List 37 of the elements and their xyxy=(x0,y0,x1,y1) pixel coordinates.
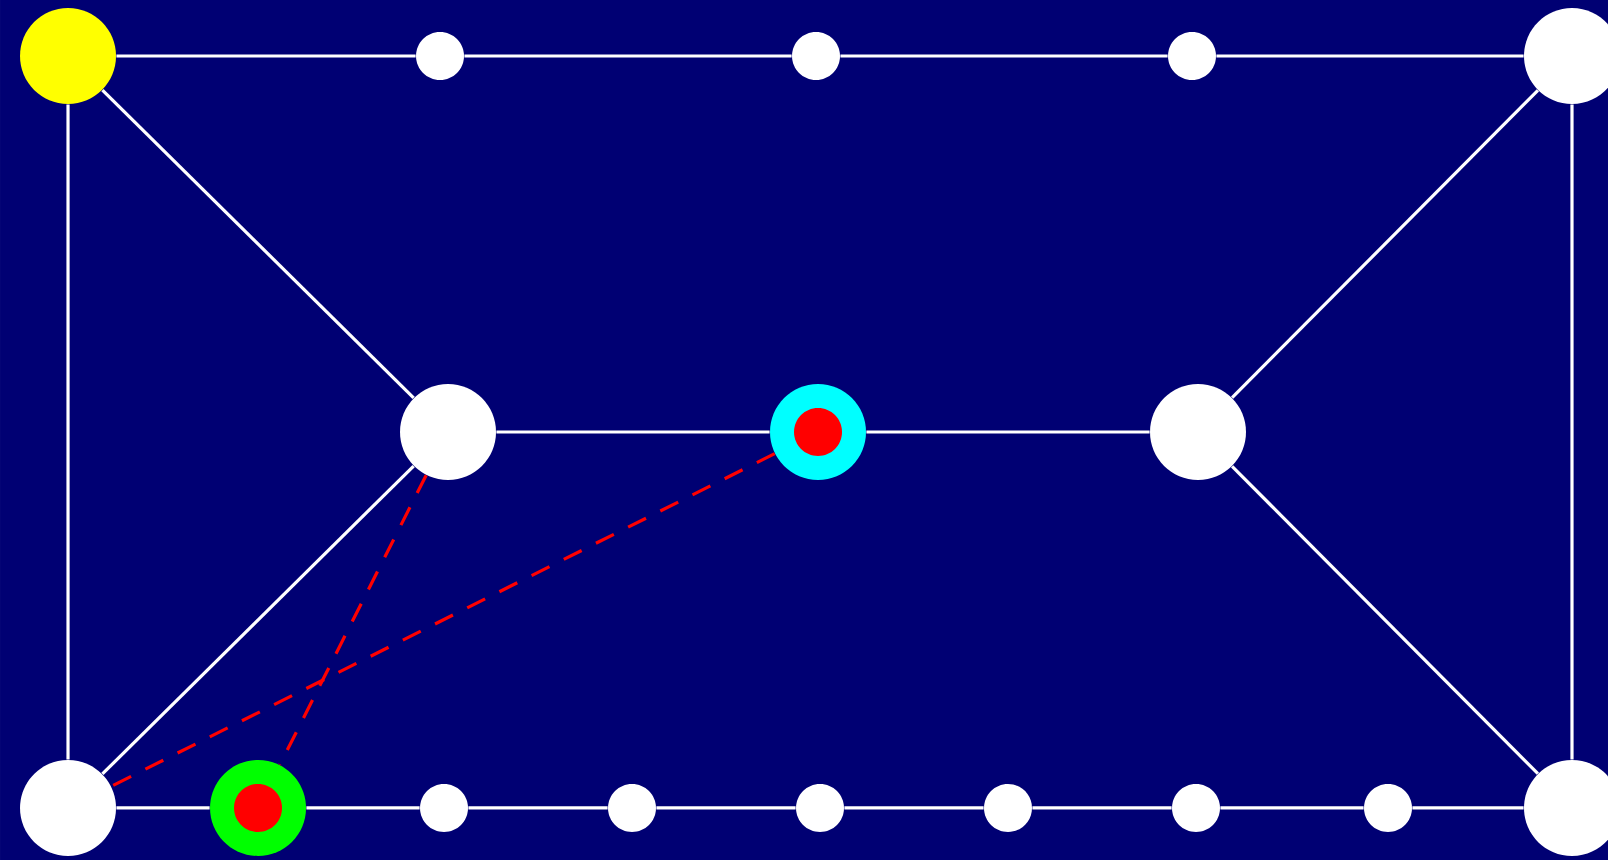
line xyxy=(306,806,420,810)
circle-node xyxy=(210,759,306,856)
line xyxy=(101,88,415,400)
line xyxy=(1231,89,1539,399)
line xyxy=(116,54,416,58)
line xyxy=(116,806,210,810)
circle-node xyxy=(1172,783,1220,832)
line xyxy=(496,430,770,434)
circle-node xyxy=(770,384,866,480)
circle-node xyxy=(608,783,656,832)
circle-node xyxy=(20,759,116,856)
circle-node xyxy=(792,32,840,80)
line xyxy=(101,464,415,776)
circle-node xyxy=(400,384,496,480)
line xyxy=(1412,806,1524,810)
circle-node xyxy=(1150,384,1246,480)
circle-node xyxy=(1364,783,1412,832)
circle-node xyxy=(796,783,844,832)
dashed-line xyxy=(110,452,776,788)
dashed-line xyxy=(278,474,428,766)
line xyxy=(66,104,70,760)
line xyxy=(1220,806,1364,810)
line xyxy=(1231,465,1539,775)
line xyxy=(464,54,792,58)
circle-node xyxy=(416,32,464,80)
circle-node xyxy=(420,783,468,832)
line xyxy=(1570,104,1574,760)
circle-node xyxy=(984,783,1032,832)
line xyxy=(1216,54,1524,58)
line xyxy=(1032,806,1172,810)
circle-node xyxy=(20,8,116,104)
line xyxy=(844,806,984,810)
line xyxy=(656,806,796,810)
line xyxy=(468,806,608,810)
circle-node xyxy=(1168,32,1216,80)
line xyxy=(866,430,1150,434)
line xyxy=(840,54,1168,58)
